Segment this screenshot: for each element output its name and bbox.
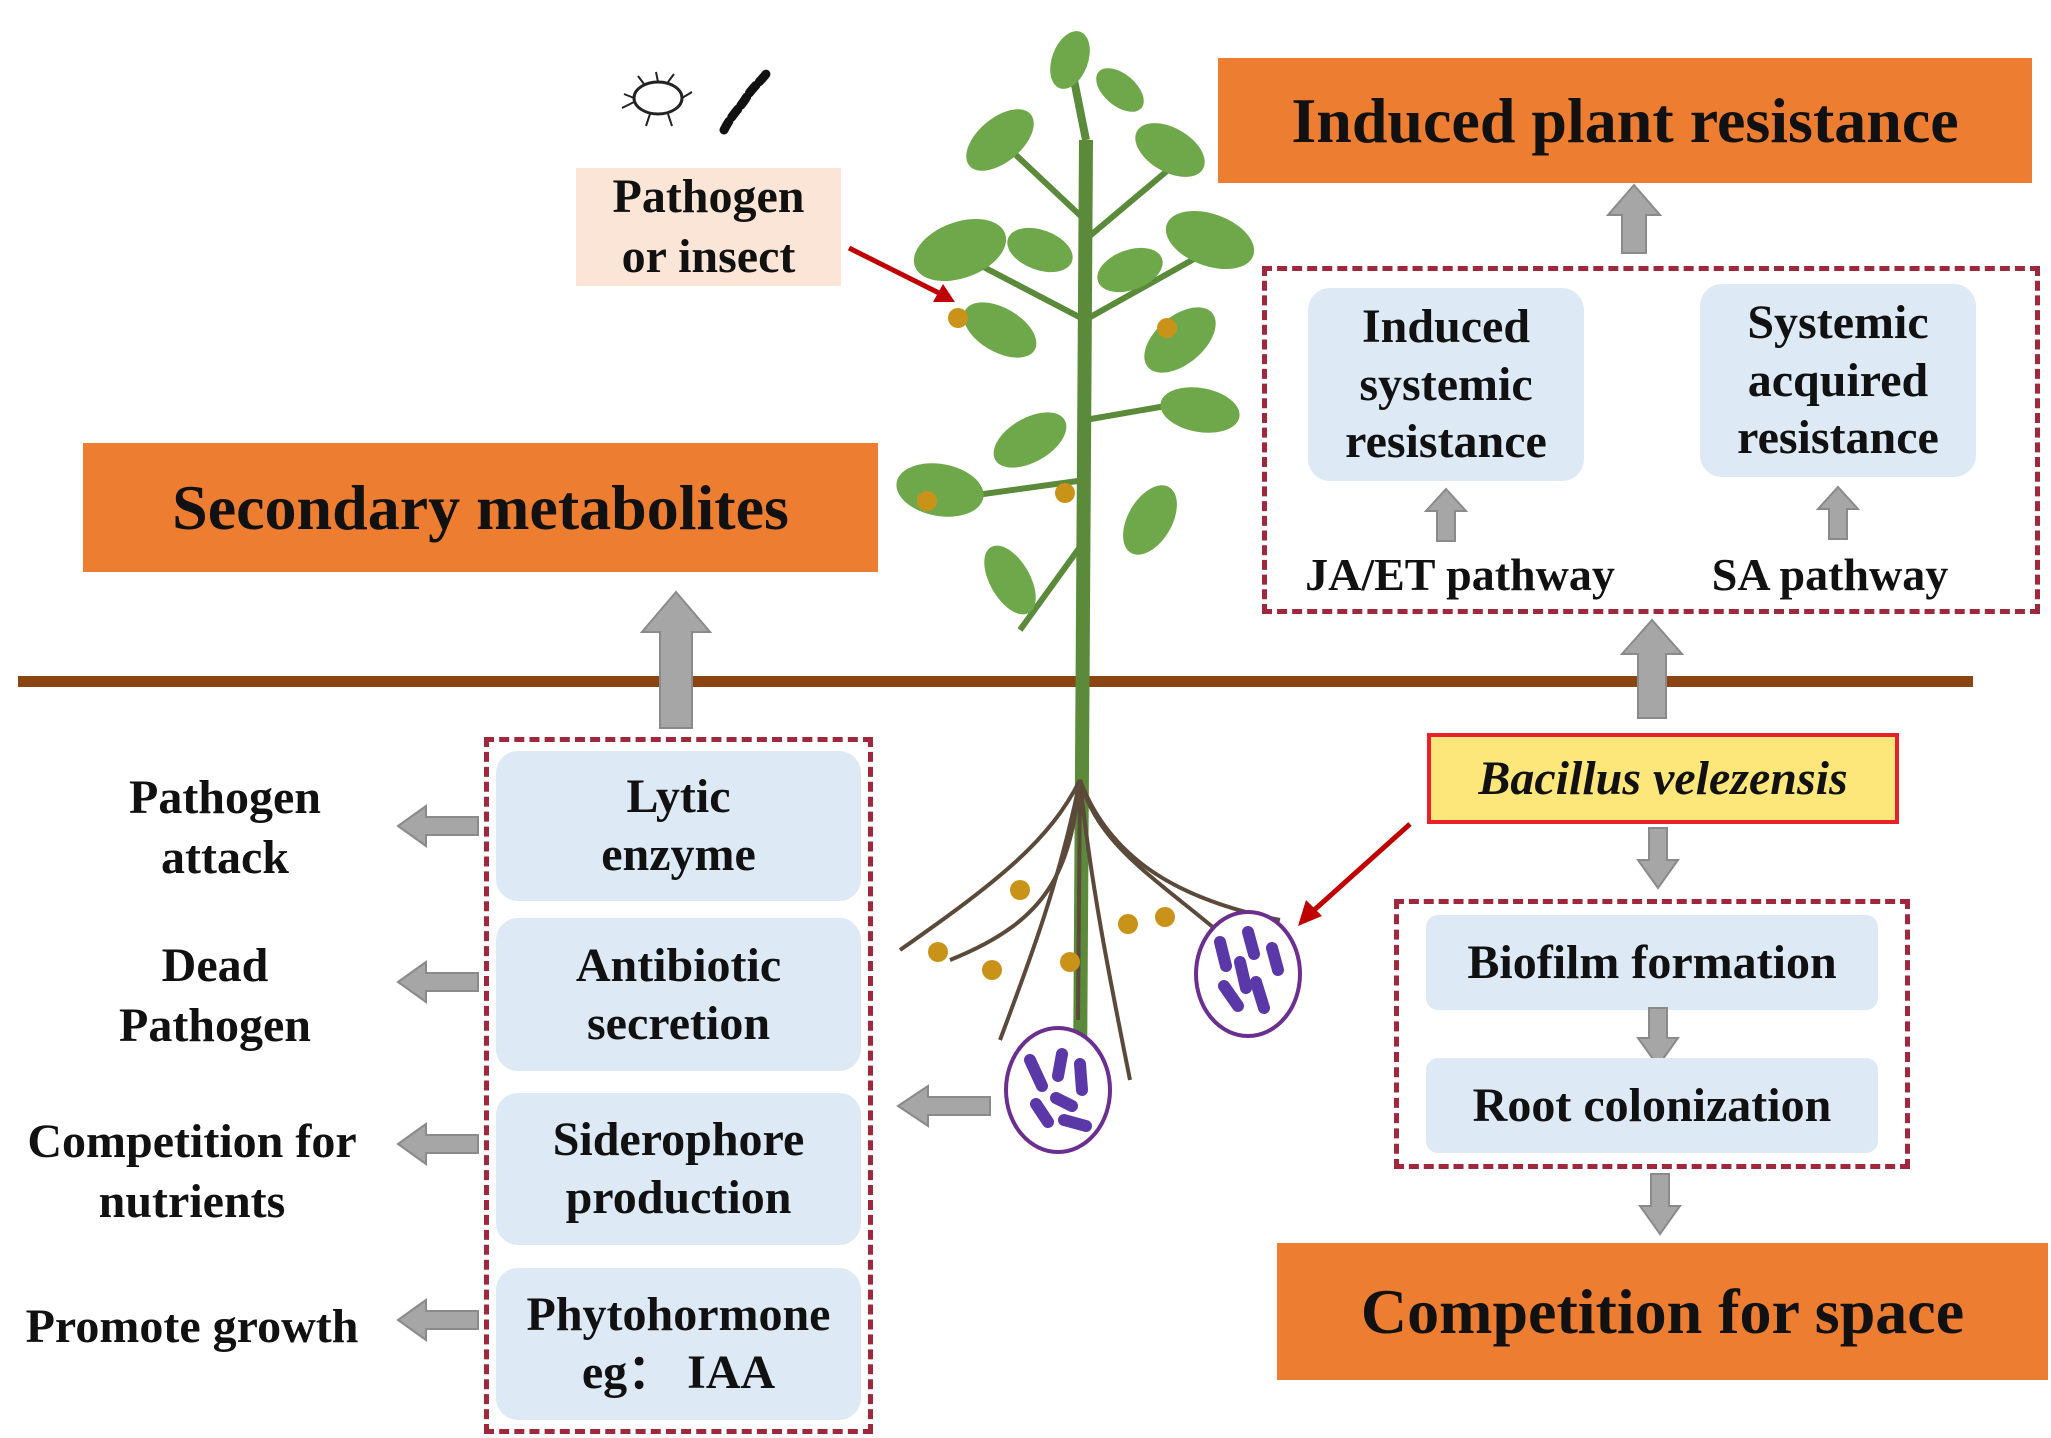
pathogen-or-insect-label: Pathogen or insect [576,168,841,286]
arrow-up-ja [1424,487,1468,542]
soil-line [18,676,1973,687]
bacillus-arrow [1298,822,1412,926]
antibiotic-secretion-box: Antibiotic secretion [496,918,861,1071]
sar-box: Systemic acquired resistance [1700,284,1976,477]
arrow-left-roots [896,1084,991,1128]
arrow-left-siderophore [396,1122,479,1166]
colonization-panel [1394,899,1910,1169]
lytic-enzyme-box: Lytic enzyme [496,751,861,901]
arrow-down-bacillus [1636,827,1680,890]
arrow-up-bacillus [1620,618,1684,719]
pathogen-microbe-icon [621,69,771,135]
arrow-left-antibiotic [396,960,479,1004]
isr-box: Induced systemic resistance [1308,288,1584,481]
arrow-down-biofilm [1636,1007,1680,1068]
secondary-metabolites-label: Secondary metabolites [172,471,789,543]
biofilm-formation-box: Biofilm formation [1426,915,1878,1010]
effect-competition-nutrients: Competition for nutrients [27,1115,357,1228]
arrow-up-secondary [640,590,712,729]
induced-plant-resistance-box: Induced plant resistance [1218,58,2032,183]
resistance-pathways-panel [1262,266,2040,614]
sa-pathway-label: SA pathway [1711,549,1949,601]
arrow-down-competition [1638,1173,1682,1236]
competition-for-space-label: Competition for space [1360,1275,1965,1347]
biofilm-formation-label: Biofilm formation [1467,935,1837,989]
arrow-left-phytohormone [396,1298,479,1342]
phytohormone-box: Phytohormone eg： IAA [496,1268,861,1420]
root-colonization-label: Root colonization [1472,1078,1832,1132]
mechanisms-panel [484,737,873,1434]
root-colonization-box: Root colonization [1426,1058,1878,1153]
secondary-metabolites-box: Secondary metabolites [83,443,878,572]
pathogen-arrow [847,245,955,302]
bacillus-velezensis-label: Bacillus velezensis [1478,751,1848,805]
effect-promote-growth: Promote growth [25,1300,359,1353]
siderophore-production-box: Siderophore production [496,1093,861,1245]
bacteria-cluster-icon [1004,1026,1112,1154]
arrow-up-induced [1606,183,1662,254]
plant-illustration [896,31,1281,1081]
ja-et-pathway-label: JA/ET pathway [1305,549,1615,601]
induced-plant-resistance-label: Induced plant resistance [1291,84,1959,156]
effect-pathogen-attack: Pathogen attack [129,771,321,884]
effect-dead-pathogen: Dead Pathogen [119,939,311,1052]
arrow-left-lytic [396,804,479,848]
competition-for-space-box: Competition for space [1277,1243,2048,1380]
bacillus-velezensis-box: Bacillus velezensis [1427,733,1899,824]
arrow-up-sa [1816,485,1860,540]
bacteria-cluster-icon [1194,910,1302,1038]
